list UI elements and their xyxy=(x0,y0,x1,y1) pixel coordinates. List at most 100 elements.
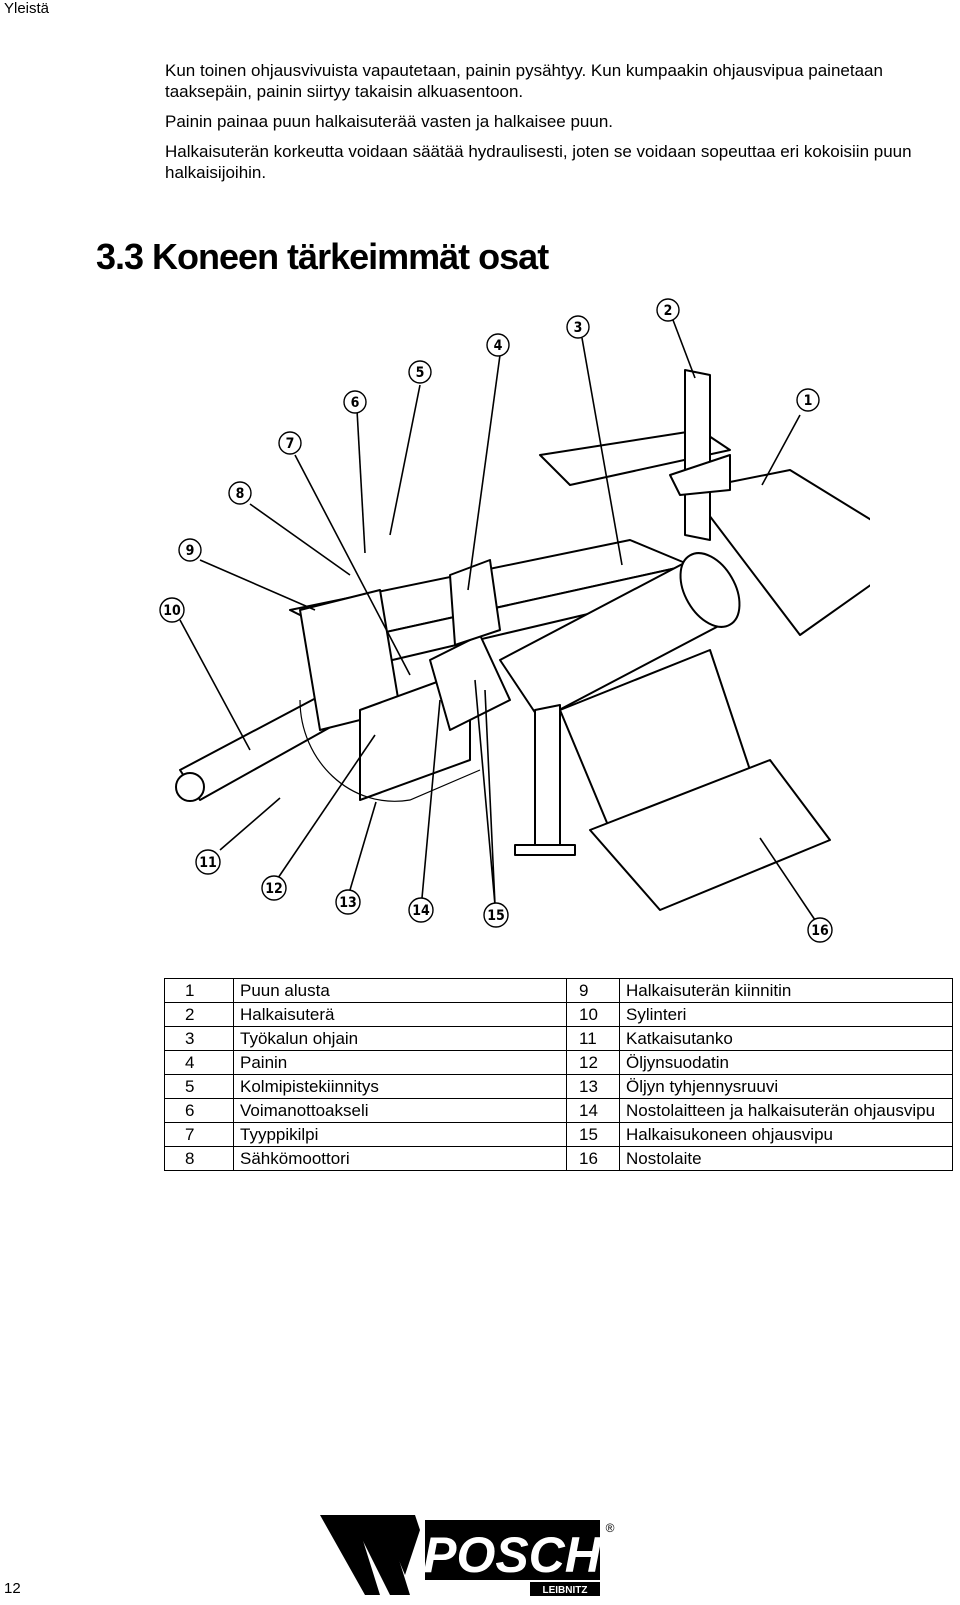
part-name: Sähkömoottori xyxy=(233,1146,567,1171)
part-number: 14 xyxy=(566,1098,620,1123)
svg-text:1: 1 xyxy=(804,393,813,409)
control-box xyxy=(429,634,511,731)
svg-text:8: 8 xyxy=(236,486,245,502)
part-name: Halkaisuterä xyxy=(233,1002,567,1027)
part-name: Nostolaitteen ja halkaisuterän ohjausvip… xyxy=(619,1098,953,1123)
support-foot xyxy=(514,844,576,856)
callout-9: 9 xyxy=(178,538,202,562)
part-name: Katkaisutanko xyxy=(619,1026,953,1051)
table-row: 1 Puun alusta 9 Halkaisuterän kiinnitin xyxy=(164,978,953,1003)
leader-1 xyxy=(761,414,801,486)
svg-text:3: 3 xyxy=(574,320,583,336)
callout-14: 14 xyxy=(408,897,434,923)
machine-diagram: 1 2 3 4 5 6 7 8 9 10 11 12 13 14 15 16 xyxy=(150,290,870,970)
leader-10 xyxy=(179,619,251,751)
svg-text:16: 16 xyxy=(811,923,829,939)
svg-text:12: 12 xyxy=(265,881,283,897)
section-heading: 3.3 Koneen tärkeimmät osat xyxy=(96,236,549,277)
logo-subbox xyxy=(530,1582,600,1596)
part-number: 1 xyxy=(164,978,234,1003)
callout-6: 6 xyxy=(343,390,367,414)
part-number: 8 xyxy=(164,1146,234,1171)
svg-text:13: 13 xyxy=(339,895,357,911)
blade-post xyxy=(684,369,711,541)
part-name: Painin xyxy=(233,1050,567,1075)
table-row: 6 Voimanottoakseli 14 Nostolaitteen ja h… xyxy=(164,1098,953,1123)
part-number: 11 xyxy=(566,1026,620,1051)
page-number: 12 xyxy=(4,1580,21,1597)
part-number: 2 xyxy=(164,1002,234,1027)
intro-paragraph: Halkaisuterän korkeutta voidaan säätää h… xyxy=(165,142,912,182)
part-name: Puun alusta xyxy=(233,978,567,1003)
hydraulic-hose xyxy=(299,699,481,802)
callout-2: 2 xyxy=(656,298,680,322)
part-name: Nostolaite xyxy=(619,1146,953,1171)
logo-graphic: POSCH LEIBNITZ ® xyxy=(320,1515,615,1596)
pusher xyxy=(449,559,501,646)
svg-text:4: 4 xyxy=(494,338,503,354)
svg-text:2: 2 xyxy=(664,303,673,319)
part-name: Sylinteri xyxy=(619,1002,953,1027)
leader-13 xyxy=(349,801,377,891)
part-number: 10 xyxy=(566,1002,620,1027)
part-number: 4 xyxy=(164,1050,234,1075)
part-number: 13 xyxy=(566,1074,620,1099)
table-row: 5 Kolmipistekiinnitys 13 Öljyn tyhjennys… xyxy=(164,1074,953,1099)
callout-5: 5 xyxy=(408,360,432,384)
leader-4 xyxy=(467,354,501,591)
part-number: 15 xyxy=(566,1122,620,1147)
svg-text:5: 5 xyxy=(416,365,425,381)
part-name: Halkaisukoneen ohjausvipu xyxy=(619,1122,953,1147)
svg-text:11: 11 xyxy=(199,855,217,871)
part-name: Öljynsuodatin xyxy=(619,1050,953,1075)
callout-7: 7 xyxy=(278,431,302,455)
table-row: 4 Painin 12 Öljynsuodatin xyxy=(164,1050,953,1075)
leader-11 xyxy=(219,797,281,851)
leader-2 xyxy=(672,319,696,379)
leader-14 xyxy=(421,699,441,899)
callout-11: 11 xyxy=(195,849,221,875)
logo-stripe xyxy=(320,1515,380,1595)
leader-5 xyxy=(389,384,421,536)
svg-text:9: 9 xyxy=(186,543,195,559)
intro-paragraph: Painin painaa puun halkaisuterää vasten … xyxy=(165,112,613,131)
leader-9 xyxy=(199,559,316,611)
leader-16 xyxy=(759,837,816,921)
svg-text:10: 10 xyxy=(163,603,181,619)
callout-12: 12 xyxy=(261,875,287,901)
cylinder-end xyxy=(679,552,741,628)
part-name: Tyyppikilpi xyxy=(233,1122,567,1147)
part-name: Voimanottoakseli xyxy=(233,1098,567,1123)
leader-15b xyxy=(484,689,496,906)
callout-1: 1 xyxy=(796,388,820,412)
leader-3 xyxy=(581,337,623,566)
part-number: 12 xyxy=(566,1050,620,1075)
blade-plate xyxy=(669,454,731,496)
part-name: Kolmipistekiinnitys xyxy=(233,1074,567,1099)
part-number: 16 xyxy=(566,1146,620,1171)
leader-6 xyxy=(356,409,366,554)
svg-text:6: 6 xyxy=(351,395,360,411)
logo-subtext: LEIBNITZ xyxy=(543,1585,588,1596)
table-row: 3 Työkalun ohjain 11 Katkaisutanko xyxy=(164,1026,953,1051)
leader-lines xyxy=(179,319,816,921)
part-number: 9 xyxy=(566,978,620,1003)
callout-8: 8 xyxy=(228,481,252,505)
svg-text:14: 14 xyxy=(412,903,430,919)
part-number: 7 xyxy=(164,1122,234,1147)
cut-bar-end xyxy=(175,772,205,802)
svg-text:7: 7 xyxy=(286,436,295,452)
svg-text:15: 15 xyxy=(487,908,505,924)
callout-10: 10 xyxy=(159,597,185,623)
parts-table: 1 Puun alusta 9 Halkaisuterän kiinnitin … xyxy=(164,978,953,1171)
leader-12 xyxy=(277,734,376,879)
machine-illustration: 1 2 3 4 5 6 7 8 9 10 11 12 13 14 15 16 xyxy=(159,298,870,943)
support-leg xyxy=(534,704,561,856)
callout-15: 15 xyxy=(483,902,509,928)
wood-tray-upper xyxy=(539,429,731,486)
callout-16: 16 xyxy=(807,917,833,943)
table-row: 8 Sähkömoottori 16 Nostolaite xyxy=(164,1146,953,1171)
part-name: Työkalun ohjain xyxy=(233,1026,567,1051)
part-name: Halkaisuterän kiinnitin xyxy=(619,978,953,1003)
logo-box xyxy=(425,1520,600,1580)
